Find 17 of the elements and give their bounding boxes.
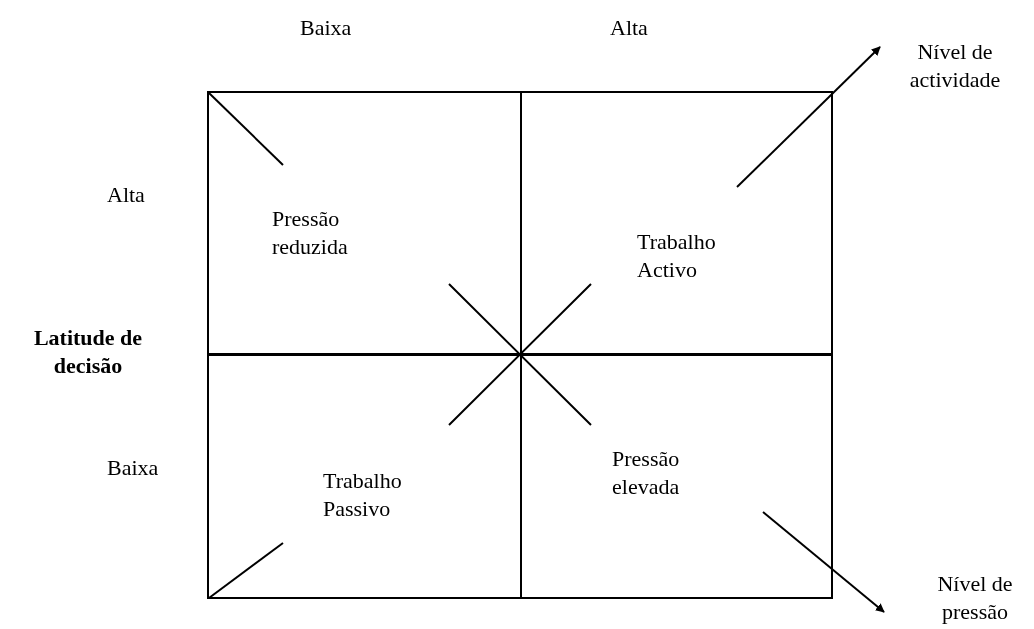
axis-level-label: Alta (610, 14, 649, 42)
quadrant-box (207, 353, 522, 599)
quadrant-label: Pressão reduzida (272, 205, 349, 261)
quadrant-box (520, 91, 833, 356)
quadrant-label: Trabalho Activo (637, 228, 717, 284)
quadrant-box (520, 353, 833, 599)
arrow (762, 511, 885, 613)
quadrant-label: Pressão elevada (612, 445, 681, 501)
axis-label: Nível de pressão (915, 570, 1034, 626)
arrow (736, 46, 881, 188)
axis-label: Nível de actividade (875, 38, 1034, 94)
axis-level-label: Baixa (107, 454, 160, 482)
axis-level-label: Baixa (300, 14, 353, 42)
quadrant-box (207, 91, 522, 356)
quadrant-label: Trabalho Passivo (323, 467, 403, 523)
axis-title: Latitude de decisão (32, 324, 144, 380)
axis-level-label: Alta (107, 181, 146, 209)
